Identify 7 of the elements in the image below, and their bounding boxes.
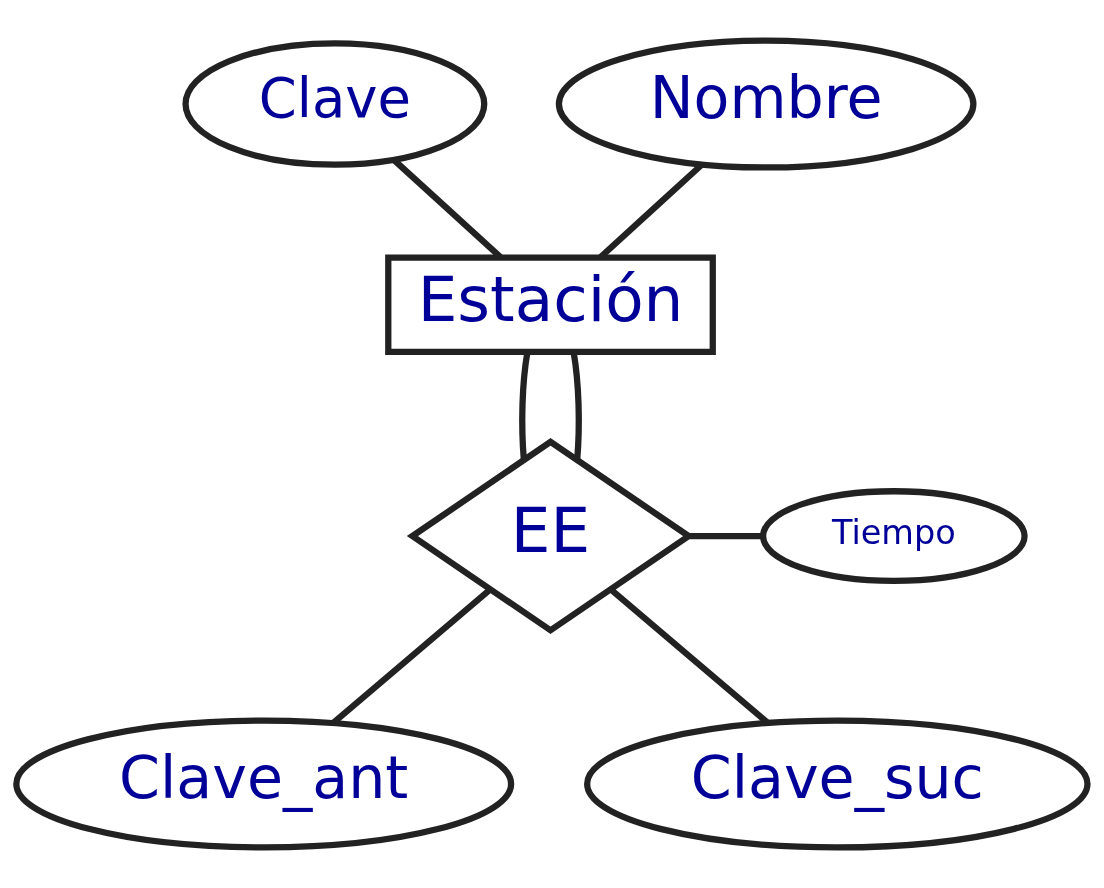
- connector: [689, 532, 763, 540]
- node-box: Estación: [385, 254, 716, 356]
- node-ellipse: Clave_ant: [13, 717, 515, 851]
- node-ellipse: Clave: [182, 40, 488, 168]
- node-ellipse: Nombre: [555, 37, 977, 171]
- node-ellipse: Clave_suc: [584, 717, 1091, 851]
- node-ellipse: Tiempo: [759, 488, 1028, 585]
